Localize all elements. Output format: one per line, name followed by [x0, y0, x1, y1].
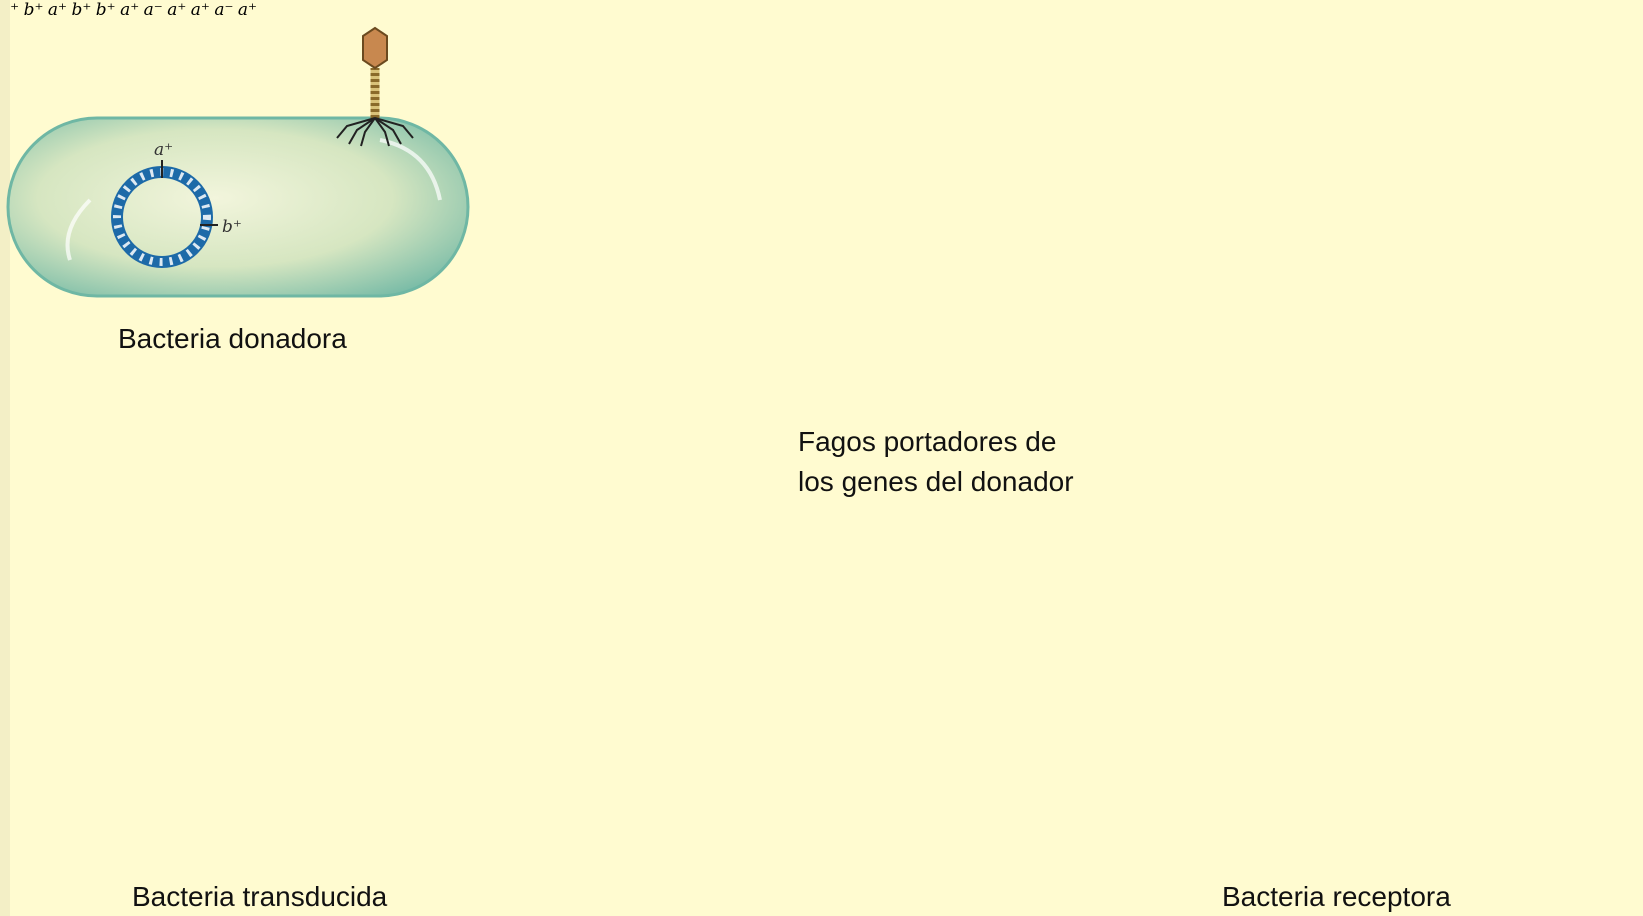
- phages-caption-line2: los genes del donador: [798, 465, 1074, 499]
- donor-b-plus-label: b⁺: [222, 217, 242, 237]
- donor-caption: Bacteria donadora: [118, 322, 347, 356]
- page-edge: [0, 0, 10, 916]
- phages-caption-line1: Fagos portadores de: [798, 425, 1056, 459]
- donor-cell: a⁺ b⁺: [8, 28, 468, 296]
- recipient-caption: Bacteria receptora: [1222, 880, 1451, 914]
- donor-a-plus-label: a⁺: [154, 140, 173, 160]
- transduced-caption: Bacteria transducida: [132, 880, 387, 914]
